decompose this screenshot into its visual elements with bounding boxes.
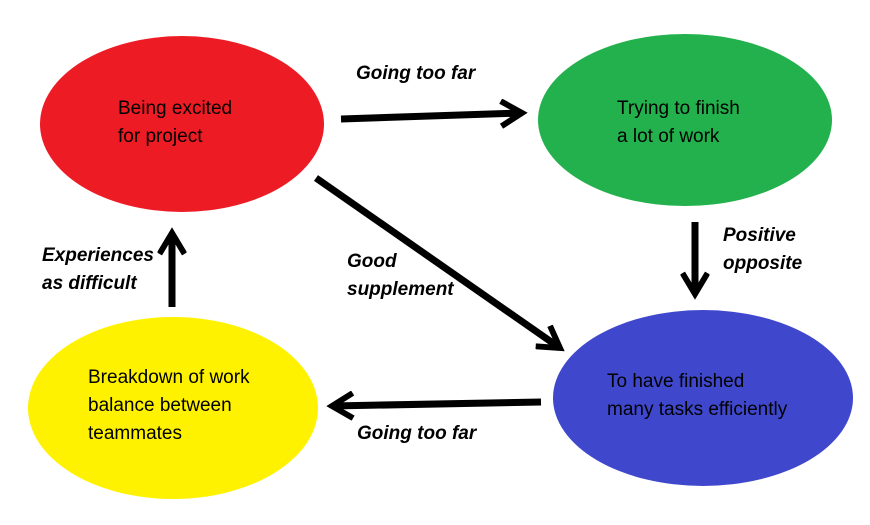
edge-label-experiences-as-difficult: Experiences as difficult: [42, 245, 154, 294]
edge-label-going-too-far-top: Going too far: [356, 63, 476, 84]
node-label-being-excited: Being excited for project: [118, 98, 233, 147]
node-label-breakdown: Breakdown of work balance between teamma…: [88, 367, 250, 444]
arrow-left-icon-finished-to-breakdown: [332, 402, 542, 406]
node-label-trying-to-finish: Trying to finish a lot of work: [617, 98, 740, 147]
node-ellipse-finished-tasks: [553, 310, 853, 486]
node-ellipse-trying-to-finish: [538, 34, 832, 206]
edge-label-positive-opposite: Positive opposite: [723, 225, 803, 274]
arrow-right-icon-excited-to-trying: [340, 113, 522, 119]
edge-label-good-supplement: Good supplement: [347, 251, 454, 300]
node-ellipse-being-excited: [40, 36, 324, 212]
edge-label-going-too-far-bottom: Going too far: [357, 423, 477, 444]
arrow-diagonal-icon-excited-to-finished: [313, 175, 560, 348]
node-label-finished-tasks: To have finished many tasks efficiently: [607, 371, 788, 420]
node-ellipse-breakdown: [28, 317, 318, 499]
